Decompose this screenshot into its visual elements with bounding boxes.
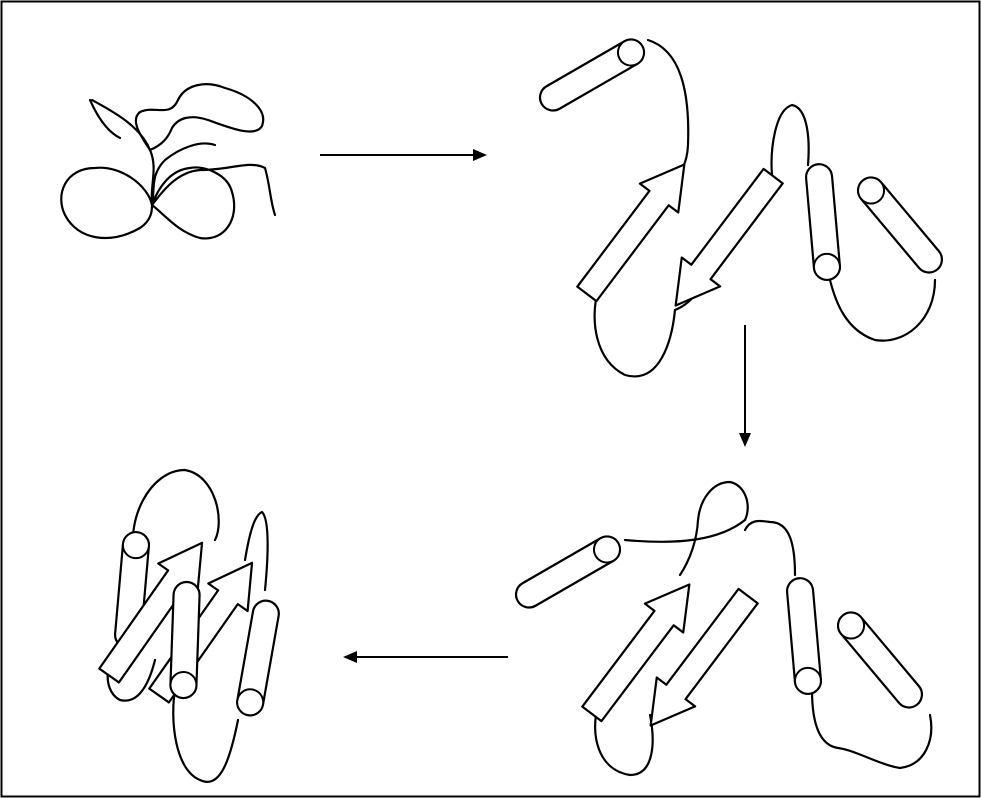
helix-cylinder — [170, 582, 200, 699]
compact-folded-structure — [89, 470, 280, 782]
helix-cylinder — [235, 599, 281, 718]
helix-cylinder — [853, 172, 947, 278]
secondary-structure-formation — [535, 35, 947, 377]
helix-cylinder — [786, 577, 822, 695]
helix-cylinder — [833, 607, 927, 713]
helix-cylinder — [535, 35, 648, 116]
helix-cylinder — [805, 163, 841, 281]
unfolded-chain — [61, 84, 275, 238]
helix-cylinder — [511, 532, 624, 613]
intermediate-assembly — [511, 482, 931, 775]
beta-strand-arrow — [89, 529, 221, 689]
